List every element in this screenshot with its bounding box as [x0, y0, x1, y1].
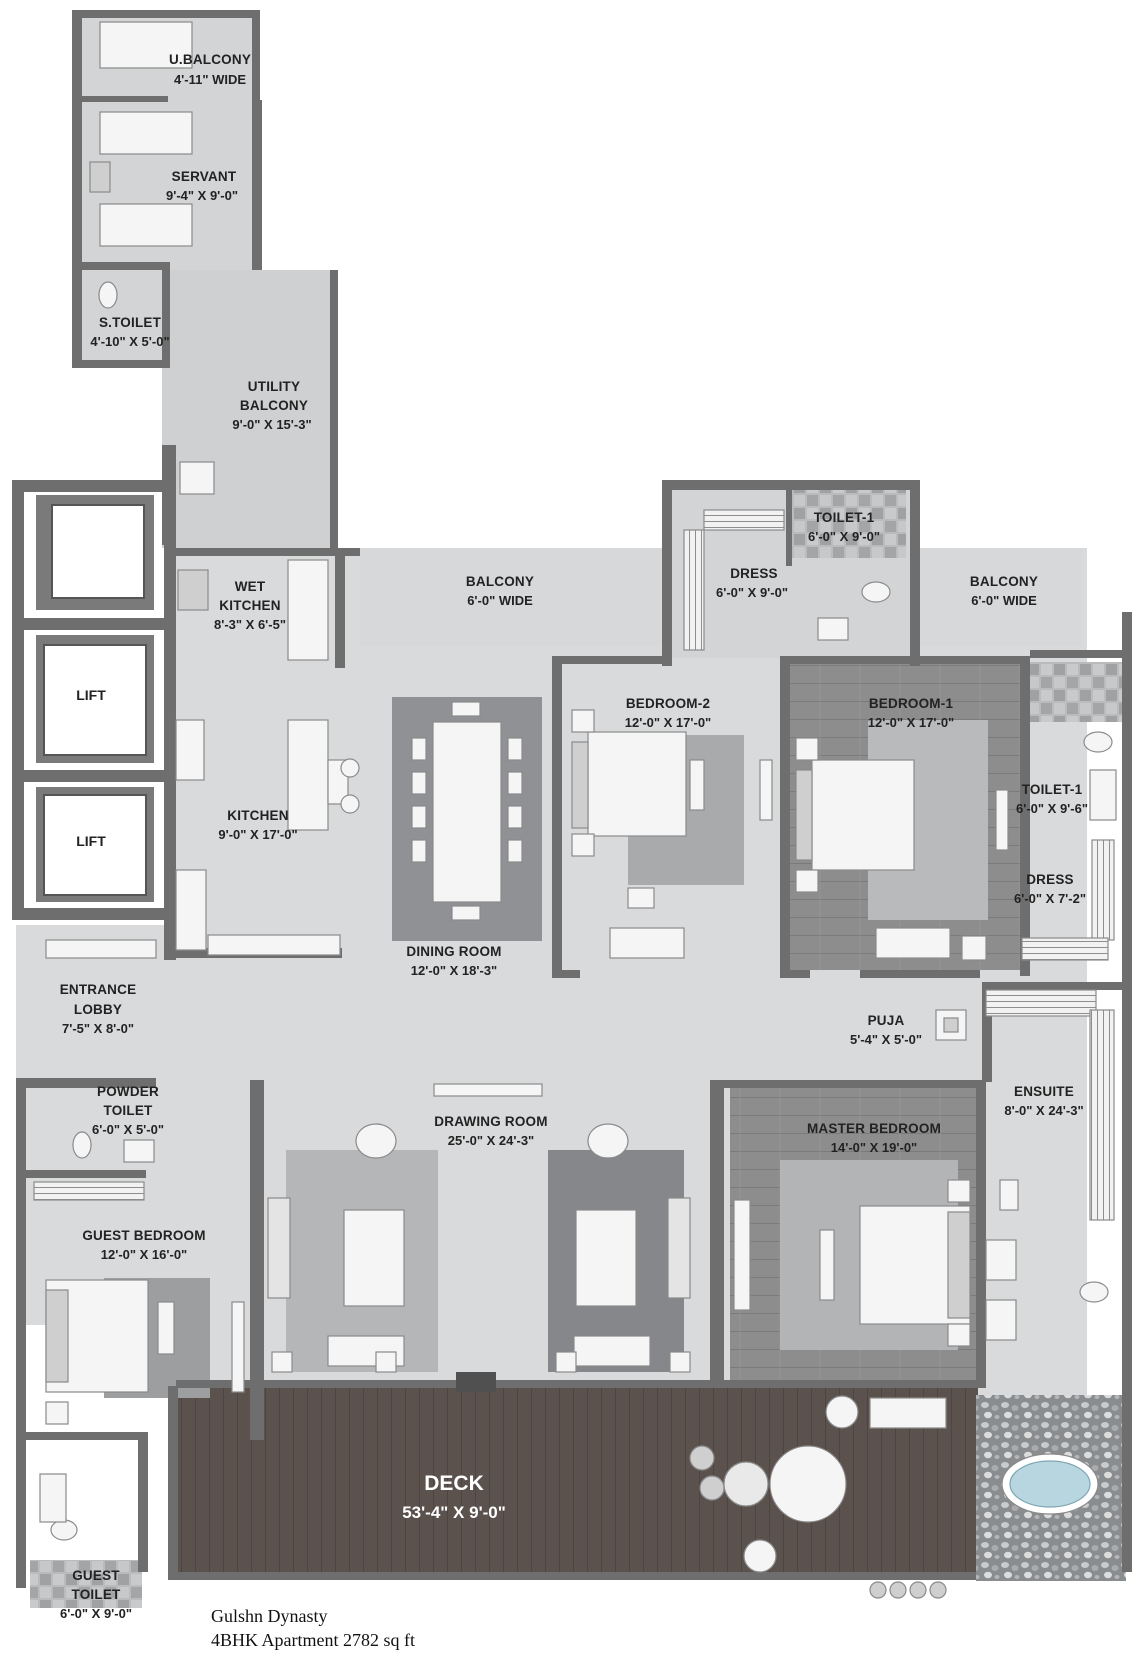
- u-balcony-dim: 4'-11" WIDE: [174, 72, 246, 87]
- guest-bedroom-label: GUEST BEDROOM: [82, 1228, 205, 1243]
- powder-toilet-dim: 6'-0" X 5'-0": [92, 1122, 164, 1137]
- utility-balcony-label-2: BALCONY: [240, 398, 308, 413]
- bedroom-1-label: BEDROOM-1: [869, 696, 954, 711]
- wet-kitchen-label-2: KITCHEN: [219, 598, 280, 613]
- wet-kitchen-label-1: WET: [235, 579, 266, 594]
- furniture: [33, 21, 1117, 1599]
- lift-shafts: [36, 495, 154, 902]
- toilet-1-right-dim: 6'-0" X 9'-6": [1016, 801, 1088, 816]
- wet-kitchen-dim: 8'-3" X 6'-5": [214, 617, 286, 632]
- powder-toilet-label-1: POWDER: [97, 1084, 159, 1099]
- dining-room-label: DINING ROOM: [406, 944, 501, 959]
- master-bedroom-dim: 14'-0" X 19'-0": [831, 1140, 917, 1155]
- dress-top-dim: 6'-0" X 9'-0": [716, 585, 788, 600]
- powder-toilet-label-2: TOILET: [104, 1103, 154, 1118]
- toilet-1-top-label: TOILET-1: [814, 510, 875, 525]
- ensuite-dim: 8'-0" X 24'-3": [1004, 1103, 1083, 1118]
- balcony-right-label: BALCONY: [970, 574, 1038, 589]
- lift-2-label: LIFT: [76, 833, 106, 849]
- dress-top-label: DRESS: [730, 566, 778, 581]
- deck-dim: 53'-4" X 9'-0": [402, 1503, 506, 1522]
- guest-toilet-label-1: GUEST: [72, 1568, 120, 1583]
- room-labels: U.BALCONY 4'-11" WIDE SERVANT 9'-4" X 9'…: [60, 52, 1088, 1621]
- bedroom-2-label: BEDROOM-2: [626, 696, 710, 711]
- drawing-room-label: DRAWING ROOM: [434, 1114, 547, 1129]
- entrance-lobby-label-1: ENTRANCE: [60, 982, 137, 997]
- servant-label: SERVANT: [172, 169, 237, 184]
- kitchen-dim: 9'-0" X 17'-0": [218, 827, 297, 842]
- u-balcony-label: U.BALCONY: [169, 52, 251, 67]
- bedroom-1-dim: 12'-0" X 17'-0": [868, 715, 954, 730]
- lift-1-label: LIFT: [76, 687, 106, 703]
- puja-label: PUJA: [868, 1013, 905, 1028]
- drawing-room-dim: 25'-0" X 24'-3": [448, 1133, 534, 1148]
- puja-dim: 5'-4" X 5'-0": [850, 1032, 922, 1047]
- caption-apartment-size: 4BHK Apartment 2782 sq ft: [211, 1630, 415, 1650]
- s-toilet-dim: 4'-10" X 5'-0": [90, 334, 169, 349]
- master-bedroom-label: MASTER BEDROOM: [807, 1121, 941, 1136]
- dress-right-dim: 6'-0" X 7'-2": [1014, 891, 1086, 906]
- utility-balcony-dim: 9'-0" X 15'-3": [232, 417, 311, 432]
- dress-right-label: DRESS: [1026, 872, 1074, 887]
- guest-toilet-label-2: TOILET: [72, 1587, 122, 1602]
- dining-room-dim: 12'-0" X 18'-3": [411, 963, 497, 978]
- servant-dim: 9'-4" X 9'-0": [166, 188, 238, 203]
- ensuite-label: ENSUITE: [1014, 1084, 1074, 1099]
- guest-toilet-dim: 6'-0" X 9'-0": [60, 1606, 132, 1621]
- toilet-1-right-label: TOILET-1: [1022, 782, 1083, 797]
- bedroom-2-dim: 12'-0" X 17'-0": [625, 715, 711, 730]
- caption-project-name: Gulshn Dynasty: [211, 1606, 328, 1626]
- utility-balcony-label-1: UTILITY: [248, 379, 300, 394]
- deck-label: DECK: [424, 1472, 484, 1495]
- balcony-left-label: BALCONY: [466, 574, 534, 589]
- balcony-left-dim: 6'-0" WIDE: [467, 593, 533, 608]
- guest-bedroom-dim: 12'-0" X 16'-0": [101, 1247, 187, 1262]
- balcony-right-dim: 6'-0" WIDE: [971, 593, 1037, 608]
- toilet-1-top-dim: 6'-0" X 9'-0": [808, 529, 880, 544]
- entrance-lobby-label-2: LOBBY: [74, 1002, 122, 1017]
- walls: [12, 10, 1132, 1588]
- s-toilet-label: S.TOILET: [99, 315, 162, 330]
- entrance-lobby-dim: 7'-5" X 8'-0": [62, 1021, 134, 1036]
- kitchen-label: KITCHEN: [227, 808, 288, 823]
